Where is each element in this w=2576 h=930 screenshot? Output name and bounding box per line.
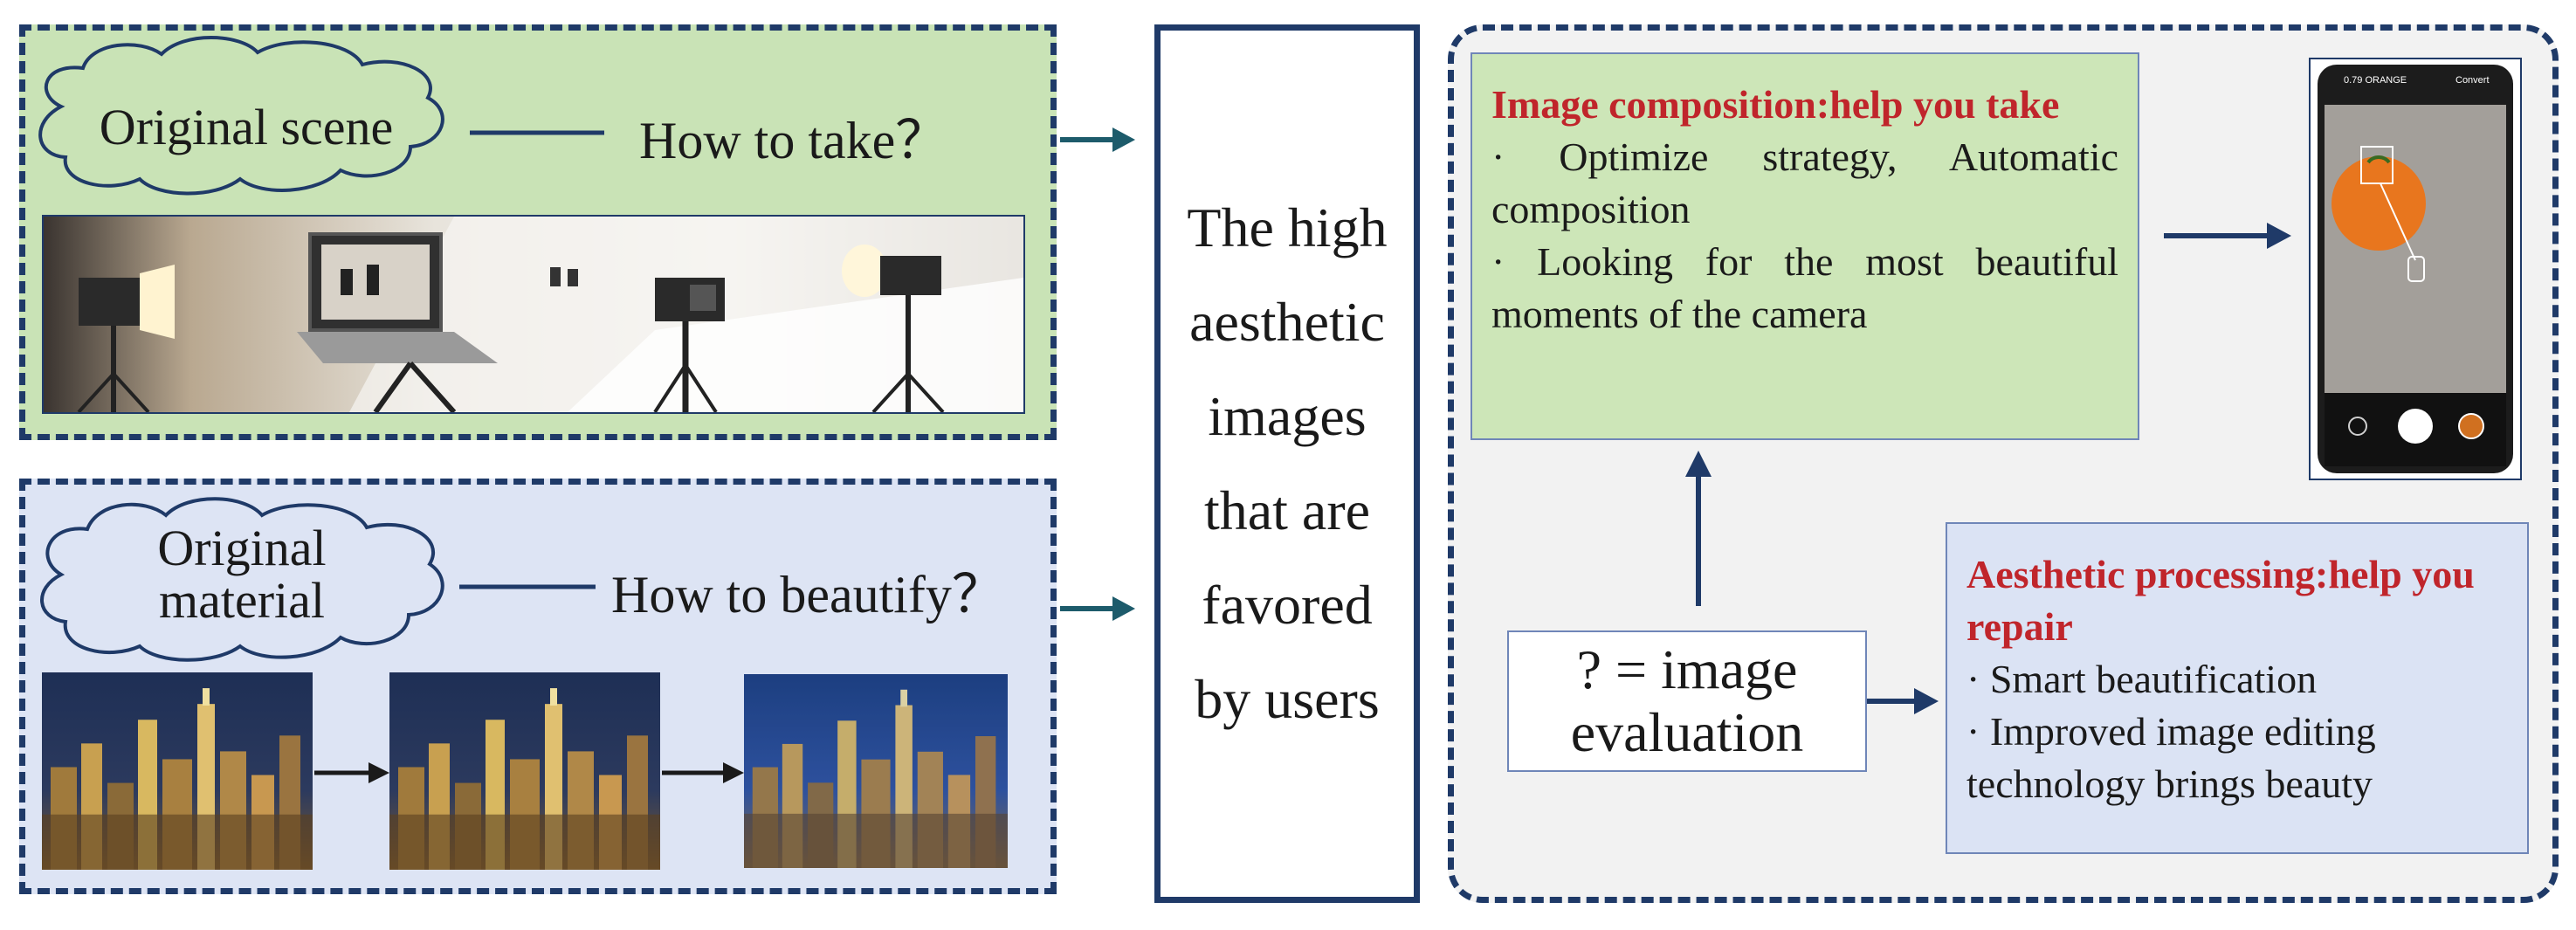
composition-card-title: Image composition:help you take: [1491, 82, 2060, 127]
repair-card: Aesthetic processing:help you repair · S…: [1946, 522, 2529, 854]
repair-card-item: · Smart beautification: [1966, 657, 2318, 701]
phone-status-right: Convert: [2455, 75, 2490, 86]
repair-card-item: · Improved image editing technology brin…: [1966, 709, 2376, 806]
evaluation-box: ? = image evaluation: [1507, 630, 1867, 772]
orange-fruit: [2331, 156, 2426, 251]
center-goal-text: The high aesthetic images that are favor…: [1187, 196, 1388, 730]
composition-card-item: · Optimize strategy, Automatic compositi…: [1491, 134, 2118, 231]
scene-question: How to take？: [639, 112, 948, 169]
repair-card-title: Aesthetic processing:help you repair: [1966, 552, 2475, 649]
center-goal-box: The high aesthetic images that are favor…: [1154, 24, 1420, 903]
phone-status-text: 0.79 ORANGE: [2344, 75, 2407, 86]
studio-photo: [42, 215, 1025, 414]
composition-card: Image composition:help you take · Optimi…: [1471, 52, 2139, 440]
material-cloud-label: Original material: [157, 520, 327, 629]
evaluation-text: ? = image evaluation: [1570, 638, 1804, 763]
material-question: How to beautify？: [611, 566, 1004, 623]
phone-mockup: 0.79 ORANGE Convert: [2309, 58, 2522, 480]
scene-cloud-label: Original scene: [99, 99, 394, 155]
composition-card-item: · Looking for the most beautiful moments…: [1491, 239, 2118, 336]
